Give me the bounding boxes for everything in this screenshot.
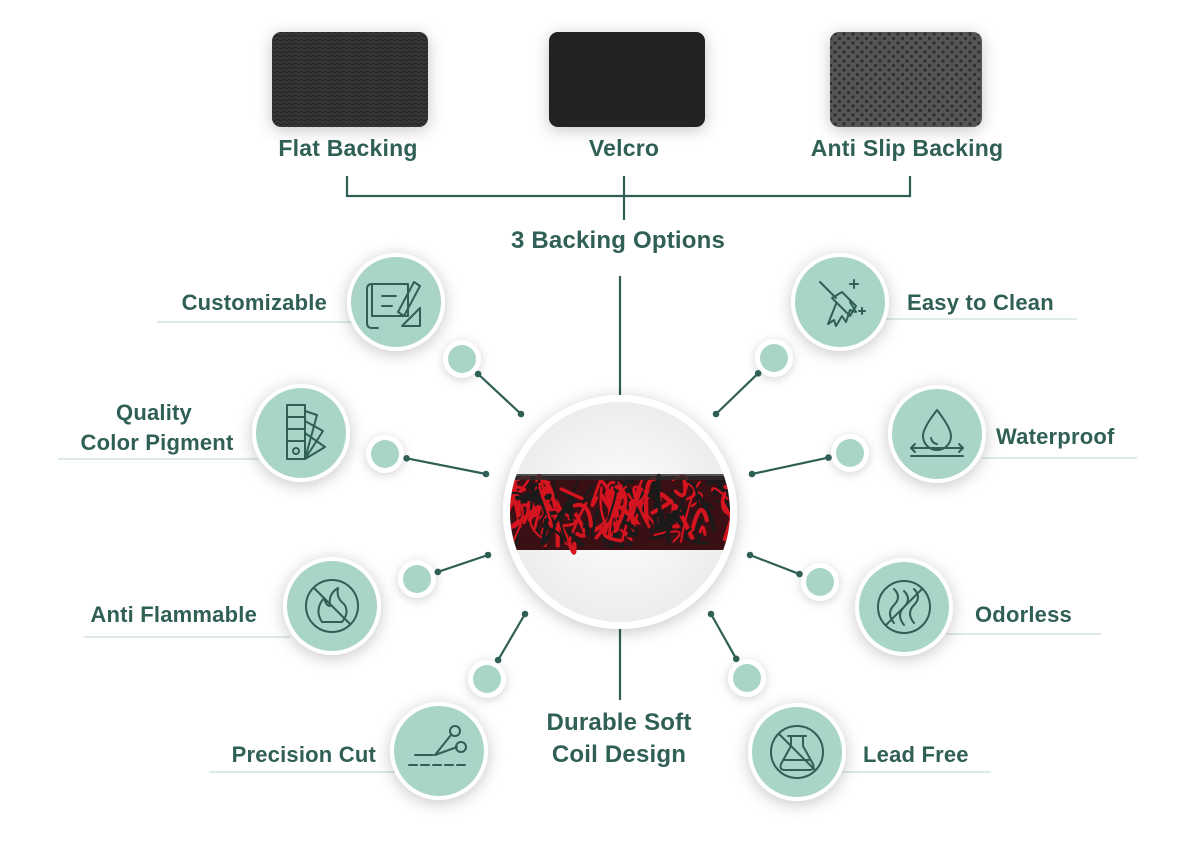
feature-circles [58, 253, 1137, 801]
connector-6 [746, 551, 839, 601]
broom-sparkle-icon [791, 253, 1077, 351]
scissors-cut-icon [209, 702, 488, 800]
feature-label-color-pigment: Color Pigment [80, 430, 234, 455]
coil-mat-cross-section [510, 473, 730, 555]
feature-label-lead-free: Lead Free [863, 742, 969, 767]
velcro-swatch [549, 32, 705, 127]
connector-0 [443, 340, 525, 418]
color-swatch-fan-icon [58, 384, 350, 482]
feature-label-precision-cut: Precision Cut [231, 742, 376, 767]
backing-options-title: 3 Backing Options [510, 227, 726, 254]
feature-label-waterproof: Waterproof [996, 424, 1115, 449]
connector-4 [712, 339, 793, 418]
feature-label-easy-to-clean: Easy to Clean [907, 290, 1054, 315]
feature-label-anti-flammable: Anti Flammable [90, 602, 257, 627]
no-odor-icon [855, 558, 1101, 656]
anti-slip-backing-label: Anti Slip Backing [810, 135, 1004, 161]
center-mat-circle [503, 395, 737, 629]
center-title-line2: Coil Design [551, 741, 687, 768]
backing-bracket [345, 176, 912, 220]
flat-backing-label: Flat Backing [278, 135, 418, 161]
blueprint-pencil-icon [157, 253, 445, 351]
no-chemical-flask-icon [748, 703, 991, 801]
center-title-line1: Durable Soft [546, 709, 692, 736]
connector-3 [468, 610, 529, 698]
water-drop-icon [888, 385, 1137, 483]
connectors [366, 339, 869, 698]
connector-5 [748, 434, 869, 478]
no-fire-icon [84, 557, 381, 655]
connector-1 [366, 435, 490, 478]
anti-slip-swatch [830, 32, 982, 127]
connector-2 [398, 551, 492, 598]
feature-label-quality: Quality [116, 400, 192, 425]
feature-label-odorless: Odorless [975, 602, 1072, 627]
feature-label-customizable: Customizable [181, 290, 327, 315]
connector-7 [707, 610, 766, 697]
flat-backing-swatch [272, 32, 428, 127]
velcro-label: Velcro [588, 135, 660, 161]
